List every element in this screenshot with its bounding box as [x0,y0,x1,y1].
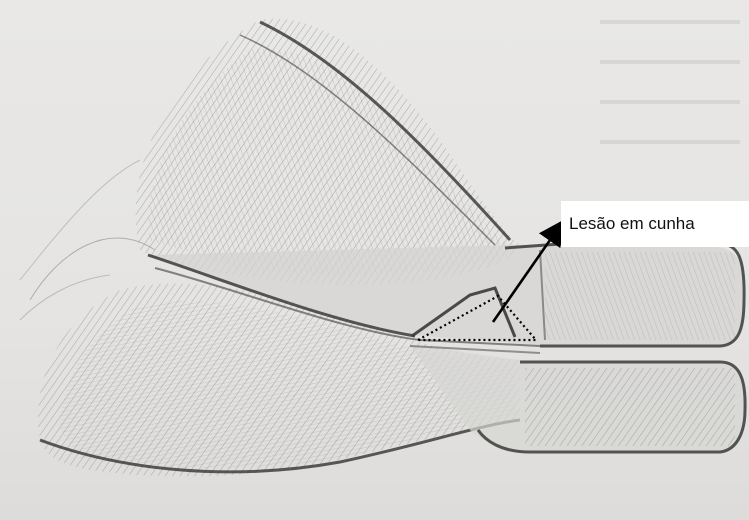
paper-bleed-through [600,20,740,144]
lesion-label: Lesão em cunha [561,201,749,247]
lower-hair-shaft [410,345,745,452]
